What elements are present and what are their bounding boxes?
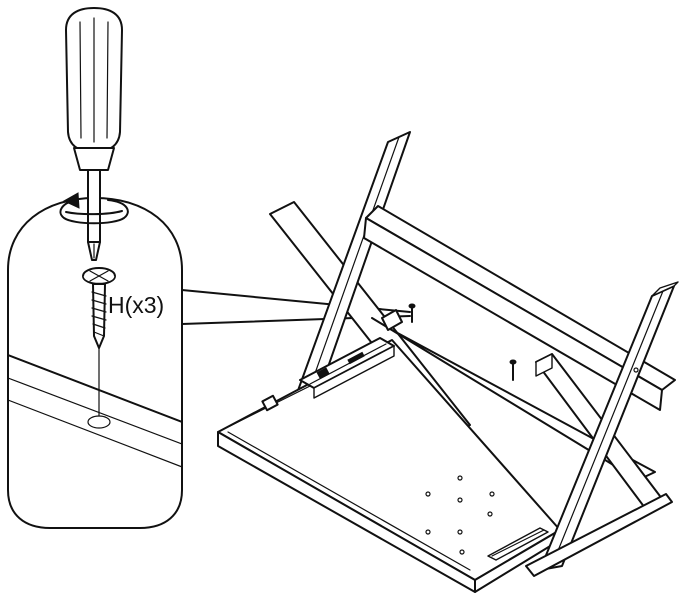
detail-inset [7, 197, 183, 529]
drawer-slide-right [487, 527, 549, 561]
drawer-slide-left [299, 337, 395, 399]
front-foot-rail [525, 493, 673, 577]
shelf-holes [425, 475, 495, 555]
screw-h-icon [82, 267, 116, 349]
bench-screws [408, 303, 639, 381]
rotation-arrow-icon [59, 192, 129, 225]
bench-screw-1 [408, 303, 416, 323]
part-callout-label: H(x3) [108, 292, 164, 318]
inset-frame [7, 197, 183, 529]
bench-assembly [217, 131, 679, 593]
bench-screw-2 [509, 359, 517, 381]
corner-bracket [261, 309, 403, 412]
